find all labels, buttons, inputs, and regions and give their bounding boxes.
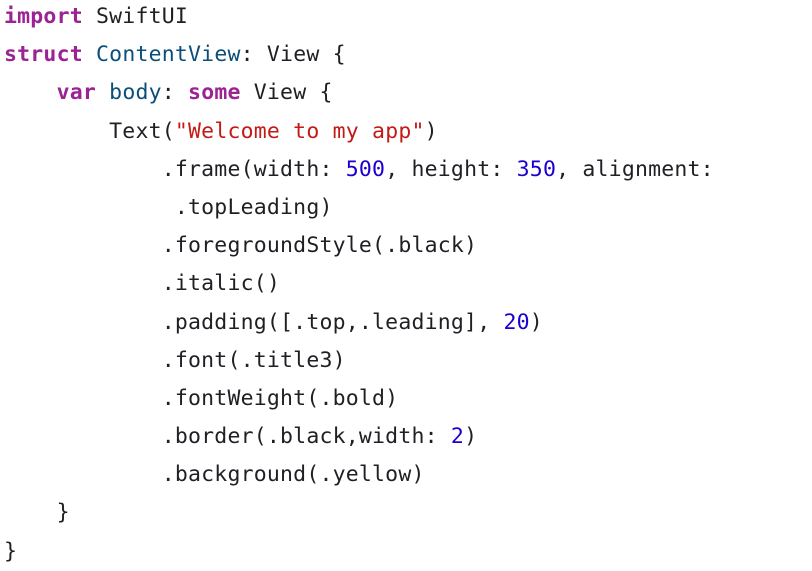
token-code-text [83,42,96,67]
code-indent [4,348,162,373]
token-keyword: struct [4,42,83,68]
code-line-5[interactable]: .frame(width: 500, height: 350, alignmen… [4,151,714,189]
token-code-text: .font(.title3) [161,347,346,373]
code-line-11[interactable]: .fontWeight(.bold) [4,380,714,418]
token-keyword: some [188,80,241,106]
token-code-text: } [56,500,70,526]
code-line-1[interactable]: import SwiftUI [4,0,714,36]
code-indent [4,119,109,144]
code-indent [4,462,162,487]
token-code-text: : [161,80,189,106]
code-line-12[interactable]: .border(.black,width: 2) [4,418,714,456]
token-code-text [96,80,109,105]
code-indent [4,233,162,258]
code-indent [4,80,57,105]
token-keyword: var [56,80,97,106]
token-code-text: .fontWeight(.bold) [161,385,399,411]
code-indent [4,500,57,525]
token-code-text: ) [529,309,543,335]
code-indent [4,386,162,411]
code-indent [4,424,162,449]
code-line-14[interactable]: } [4,494,714,532]
token-code-text: , height: [385,156,517,182]
token-code-text: .border(.black,width: [161,424,451,450]
token-code-text: } [4,538,18,564]
token-code-text: ) [464,424,478,450]
token-code-text: , alignment: [556,156,714,182]
token-type-name: body [109,80,162,106]
token-code-text: SwiftUI [82,4,189,29]
token-code-text: .frame(width: [161,156,346,182]
token-number-literal: 500 [345,156,386,182]
code-line-15[interactable]: } [4,533,714,571]
code-line-10[interactable]: .font(.title3) [4,342,714,380]
code-indent [4,271,162,296]
code-line-4[interactable]: Text("Welcome to my app") [4,113,714,151]
token-string-literal: "Welcome to my app" [174,118,425,144]
token-code-text: .foregroundStyle(.black) [161,233,478,259]
code-line-6[interactable]: .topLeading) [4,189,714,227]
token-code-text: .background(.yellow) [161,462,425,488]
code-line-2[interactable]: struct ContentView: View { [4,36,714,74]
token-number-literal: 20 [503,309,530,335]
token-code-text: .italic() [161,271,281,297]
code-line-8[interactable]: .italic() [4,265,714,303]
token-keyword: import [4,4,83,29]
token-code-text: .padding([.top,.leading], [161,309,504,335]
token-code-text: .topLeading) [174,194,333,220]
code-indent [4,195,175,220]
token-code-text: : View { [240,42,346,68]
code-line-3[interactable]: var body: some View { [4,74,714,112]
token-code-text: Text( [109,118,175,144]
token-type-name: ContentView [96,42,241,68]
token-code-text: ) [424,118,438,144]
token-number-literal: 350 [516,156,557,182]
code-line-13[interactable]: .background(.yellow) [4,456,714,494]
code-line-9[interactable]: .padding([.top,.leading], 20) [4,304,714,342]
code-indent [4,310,162,335]
code-indent [4,157,162,182]
token-code-text: View { [240,80,333,106]
code-line-7[interactable]: .foregroundStyle(.black) [4,227,714,265]
token-number-literal: 2 [450,424,465,450]
